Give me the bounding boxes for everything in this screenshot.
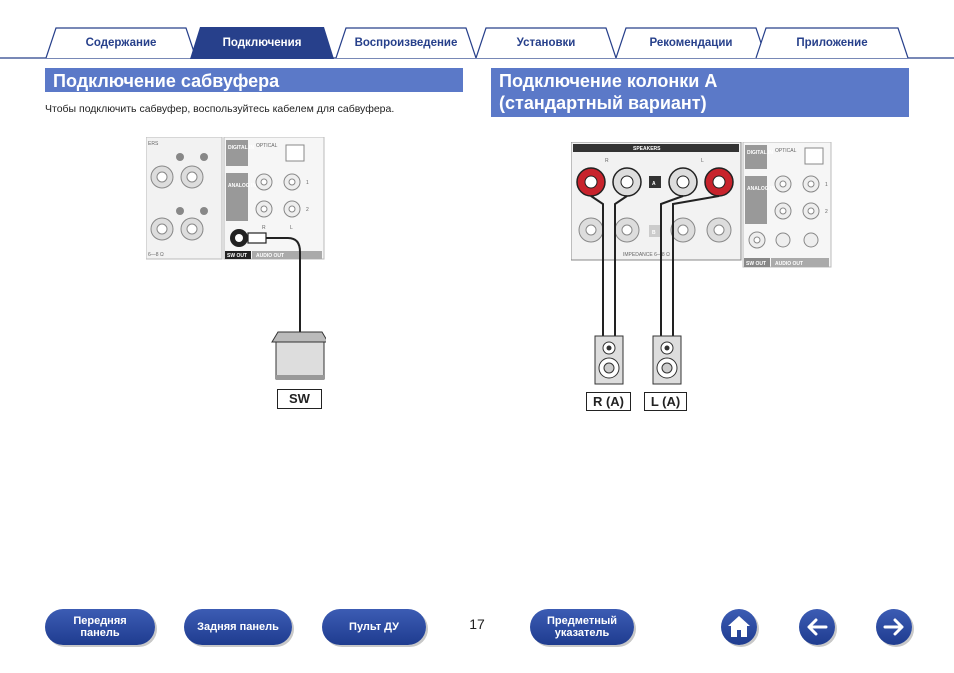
terminal-l-text: L [701, 158, 704, 164]
optical-text: OPTICAL [256, 143, 278, 149]
tab-settings[interactable]: Установки [516, 37, 576, 49]
home-icon [728, 616, 750, 637]
label-b-text: B [652, 230, 656, 236]
analog-in-right-text: ANALOG IN [747, 186, 775, 192]
digital-in-right-text: DIGITAL IN [747, 150, 773, 156]
index-label: Предметный указатель [546, 615, 618, 639]
impedance-text: 6—8 Ω [148, 252, 164, 258]
l-text: L [290, 225, 293, 231]
tab-outline [0, 27, 954, 59]
panel-header-text: ERS [148, 141, 159, 147]
audio-out-text: AUDIO OUT [256, 253, 284, 259]
index-button[interactable]: Предметный указатель [530, 609, 634, 645]
front-panel-label: Передняя панель [73, 615, 127, 639]
arrow-left-icon [807, 618, 828, 636]
section-title-line1: Подключение колонки A [499, 71, 718, 91]
rear-panel-label: Задняя панель [197, 621, 279, 633]
rear-panel-button[interactable]: Задняя панель [184, 609, 292, 645]
sw-out-text: SW OUT [227, 253, 247, 259]
section-title-subwoofer: Подключение сабвуфера [45, 68, 463, 92]
subwoofer-connection-diagram: ERS 6—8 Ω DIGITAL IN OPTICAL ANALOG IN 1… [146, 137, 326, 380]
label-a-text: A [652, 181, 656, 187]
speaker-terminals-b [578, 217, 732, 243]
rca-jacks [255, 173, 301, 218]
tab-connections[interactable]: Подключения [222, 37, 302, 49]
arrow-right-icon [883, 618, 904, 636]
speakers-header-text: SPEAKERS [633, 146, 661, 152]
speaker-connection-diagram: SPEAKERS R L A B IMPEDANCE 6—8 Ω DIGITAL… [571, 142, 832, 385]
subwoofer-instruction: Чтобы подключить сабвуфер, воспользуйтес… [45, 103, 395, 115]
speaker-terminals-a [576, 167, 734, 197]
tab-bar: Содержание Подключения Воспроизведение У… [0, 0, 954, 62]
sw-out-right-text: SW OUT [746, 261, 766, 267]
ch2-text: 2 [306, 207, 309, 213]
section-title-line2: (стандартный вариант) [499, 93, 707, 113]
terminal-r-text: R [605, 158, 609, 164]
subwoofer-label: SW [277, 389, 322, 409]
remote-button[interactable]: Пульт ДУ [322, 609, 426, 645]
audio-out-right-text: AUDIO OUT [775, 261, 803, 267]
analog-in-text: ANALOG IN [228, 183, 256, 189]
home-button[interactable] [721, 609, 757, 645]
speaker-l-icon [652, 335, 682, 385]
speaker-terminals [150, 153, 208, 241]
digital-in-text: DIGITAL IN [228, 145, 254, 151]
page-number: 17 [469, 616, 485, 632]
speaker-r-icon [594, 335, 624, 385]
remote-label: Пульт ДУ [349, 621, 399, 633]
optical-right-text: OPTICAL [775, 148, 797, 154]
front-panel-button[interactable]: Передняя панель [45, 609, 155, 645]
tab-appendix[interactable]: Приложение [796, 37, 868, 49]
section-title-speaker-a: Подключение колонки A (стандартный вариа… [491, 68, 909, 117]
tab-contents[interactable]: Содержание [85, 37, 157, 49]
tab-tips[interactable]: Рекомендации [649, 37, 733, 49]
impedance-right-text: IMPEDANCE 6—8 Ω [623, 252, 670, 258]
ch2-right-text: 2 [825, 209, 828, 215]
r-text: R [262, 225, 266, 231]
back-button[interactable] [799, 609, 835, 645]
rca-jacks-right [748, 175, 820, 249]
speaker-l-label: L (A) [644, 392, 687, 411]
forward-button[interactable] [876, 609, 912, 645]
ch1-text: 1 [306, 180, 309, 186]
tab-playback[interactable]: Воспроизведение [354, 37, 458, 49]
speaker-r-label: R (A) [586, 392, 631, 411]
ch1-right-text: 1 [825, 182, 828, 188]
